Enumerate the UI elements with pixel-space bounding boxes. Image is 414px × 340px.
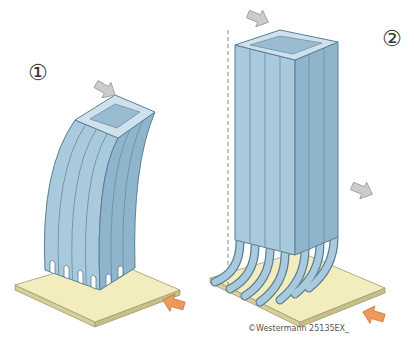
- bending-building: [44, 95, 155, 290]
- force-arrow: [92, 6, 376, 203]
- watermark: ©Westermann 25135EX_: [248, 325, 349, 333]
- reference-line: [228, 30, 229, 288]
- callout-number: ②: [382, 28, 402, 50]
- ground-arrow: [160, 291, 386, 326]
- callout-number: ①: [28, 62, 48, 84]
- shear-building: [215, 30, 338, 302]
